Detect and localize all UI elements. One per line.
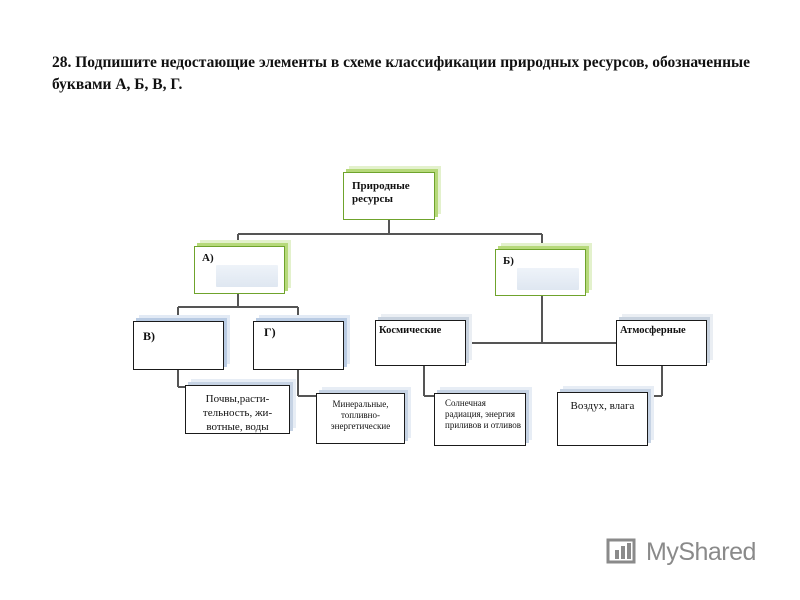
node-cosmic: Космические <box>375 320 466 366</box>
leaf-solar-tidal: Солнечная радиация, энергия приливов и о… <box>434 393 526 446</box>
task-title: 28. Подпишите недостающие элементы в схе… <box>52 54 751 93</box>
node-v: В) <box>133 321 224 370</box>
node-b-gloss <box>517 268 579 290</box>
node-atmospheric: Атмосферные <box>616 320 707 366</box>
leaf-air-moisture: Воздух, влага <box>557 392 648 446</box>
leaf-solar-text: Солнечная радиация, энергия приливов и о… <box>445 398 522 430</box>
node-g: Г) <box>253 321 344 370</box>
node-g-label: Г) <box>264 325 276 339</box>
leaf-soil-text: Почвы,расти-тельность, жи-вотные, воды <box>202 393 273 433</box>
node-a-label: А) <box>202 252 214 264</box>
node-cosmic-label: Космические <box>379 325 442 336</box>
node-a: А) <box>194 246 285 294</box>
myshared-logo: MyShared <box>606 534 776 574</box>
node-v-label: В) <box>143 329 155 343</box>
node-b: Б) <box>495 249 586 296</box>
myshared-logo-icon <box>606 538 636 564</box>
leaf-mineral-fuel-energy: Минеральные, топливно-энергетические <box>316 393 405 444</box>
node-atmospheric-label: Атмосферные <box>620 325 686 336</box>
leaf-soil-flora-fauna-water: Почвы,расти-тельность, жи-вотные, воды <box>185 385 290 434</box>
node-natural-resources: Природные ресурсы <box>343 172 435 220</box>
node-a-gloss <box>216 265 278 287</box>
node-natural-resources-label: Природные ресурсы <box>352 180 410 205</box>
leaf-air-text: Воздух, влага <box>570 400 635 412</box>
node-b-label: Б) <box>503 255 514 267</box>
leaf-mineral-text: Минеральные, топливно-энергетические <box>330 399 391 431</box>
myshared-logo-text: MyShared <box>646 538 756 566</box>
